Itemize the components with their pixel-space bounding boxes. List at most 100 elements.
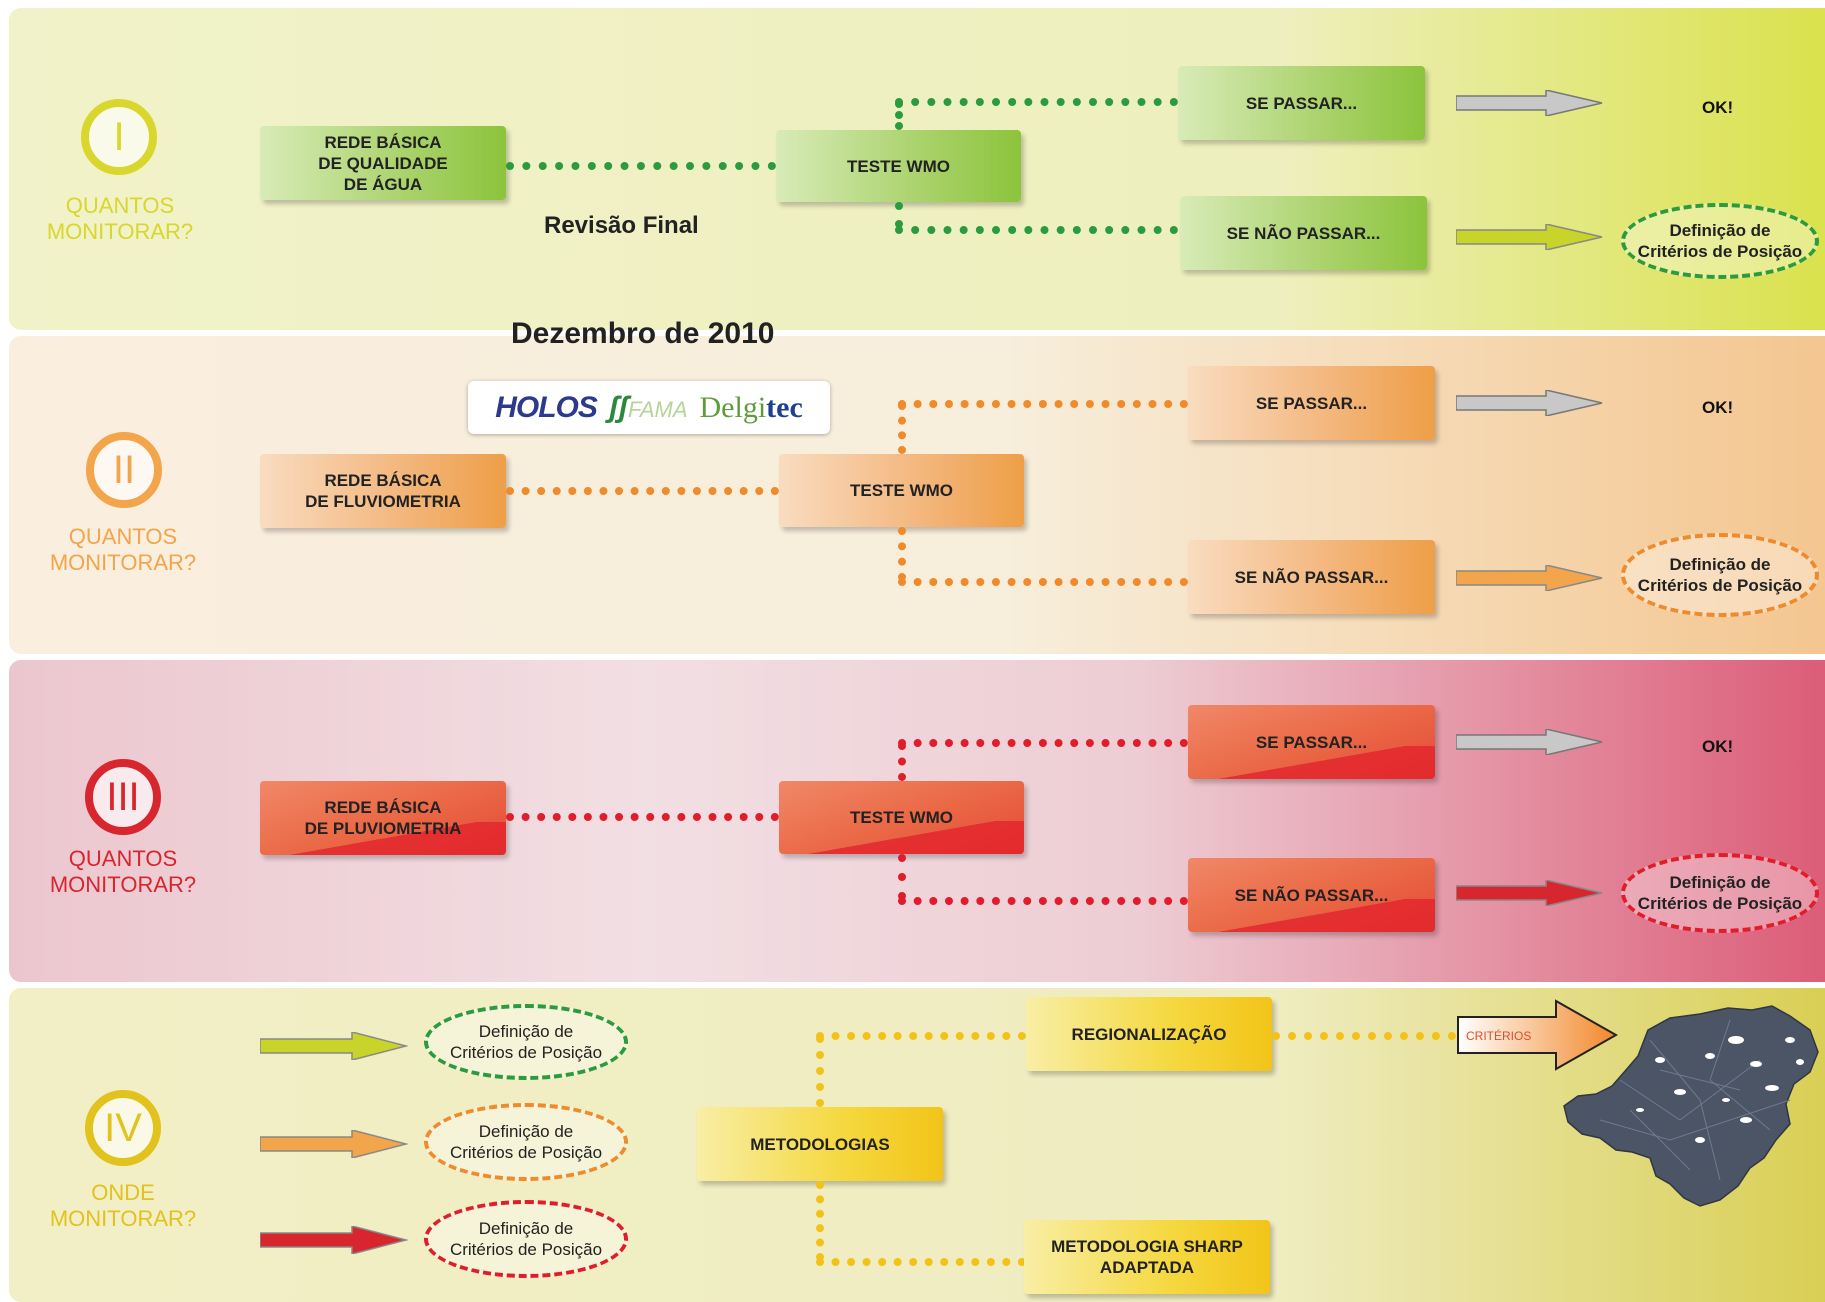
oval-label: Definição de Critérios de Posição xyxy=(449,1219,603,1259)
gray-arrow-icon xyxy=(1456,90,1603,116)
connector-line xyxy=(898,527,906,581)
rede-basica-pluviometria-box: REDE BÁSICA DE PLUVIOMETRIA xyxy=(260,781,506,855)
connector-line xyxy=(898,400,1188,408)
roman-numeral-badge: III xyxy=(85,759,161,835)
criteria-oval: Definição de Critérios de Posição xyxy=(424,1200,628,1278)
criteria-oval: Definição de Critérios de Posição xyxy=(424,1004,628,1080)
fama-mark-icon: ʃʃ xyxy=(608,390,629,424)
criteria-oval: Definição de Critérios de Posição xyxy=(1621,533,1819,617)
box-label: TESTE WMO xyxy=(847,156,950,176)
connector-line xyxy=(816,1181,824,1261)
se-passar-box: SE PASSAR... xyxy=(1188,366,1435,440)
connector-line xyxy=(895,98,1178,106)
partner-logos: HOLOS ʃʃFAMA Delgitec xyxy=(468,381,830,434)
question-label: QUANTOS MONITORAR? xyxy=(38,524,208,576)
roman-numeral-badge: I xyxy=(81,99,157,175)
connector-line xyxy=(895,226,1178,234)
question-line: MONITORAR? xyxy=(49,1206,197,1231)
connector-line xyxy=(506,162,776,170)
connector-line xyxy=(898,897,1188,905)
box-label: SE NÃO PASSAR... xyxy=(1226,223,1381,243)
oval-label: Definição de Critérios de Posição xyxy=(449,1022,603,1062)
criterios-arrow-icon xyxy=(1457,999,1618,1071)
teste-wmo-box: TESTE WMO xyxy=(776,130,1021,202)
teste-wmo-box: TESTE WMO xyxy=(779,454,1024,527)
connector-line xyxy=(895,100,903,130)
box-label: METODOLOGIAS xyxy=(750,1134,890,1154)
box-label: SE NÃO PASSAR... xyxy=(1234,567,1389,587)
delgitec-logo: Delgitec xyxy=(700,391,803,425)
box-label: SE NÃO PASSAR... xyxy=(1234,885,1389,905)
delgitec-logo-part: Delgi xyxy=(699,390,767,424)
box-label: TESTE WMO xyxy=(850,481,953,500)
orange-arrow-icon xyxy=(1456,565,1603,591)
question-label: QUANTOS MONITORAR? xyxy=(38,846,208,898)
se-nao-passar-box: SE NÃO PASSAR... xyxy=(1180,196,1427,270)
box-label: REDE BÁSICA DE PLUVIOMETRIA xyxy=(304,798,462,838)
criteria-oval: Definição de Critérios de Posição xyxy=(1621,203,1819,279)
roman-numeral-badge: II xyxy=(86,432,162,508)
question-label: ONDE MONITORAR? xyxy=(38,1180,208,1232)
metodologia-sharp-box: METODOLOGIA SHARP ADAPTADA xyxy=(1024,1220,1270,1294)
se-passar-box: SE PASSAR... xyxy=(1188,705,1435,779)
criteria-oval: Definição de Critérios de Posição xyxy=(424,1103,628,1181)
yellowgreen-arrow-icon xyxy=(260,1032,408,1060)
connector-line xyxy=(816,1258,1026,1266)
question-label: QUANTOS MONITORAR? xyxy=(35,193,205,245)
oval-label: Definição de Critérios de Posição xyxy=(1637,221,1803,261)
metodologias-box: METODOLOGIAS xyxy=(697,1107,943,1181)
oval-label: Definição de Critérios de Posição xyxy=(1637,873,1803,913)
question-line: MONITORAR? xyxy=(49,550,197,575)
connector-line xyxy=(895,202,903,228)
teste-wmo-box: TESTE WMO xyxy=(779,781,1024,854)
gray-arrow-icon xyxy=(1456,390,1603,416)
oval-label: Definição de Critérios de Posição xyxy=(449,1122,603,1162)
box-label: METODOLOGIA SHARP ADAPTADA xyxy=(1051,1237,1243,1277)
ok-label: OK! xyxy=(1702,98,1734,117)
criterios-label: CRITÉRIOS xyxy=(1466,1029,1532,1043)
box-label: REGIONALIZAÇÃO xyxy=(1071,1024,1227,1044)
box-label: SE PASSAR... xyxy=(1245,93,1358,113)
connector-line xyxy=(1272,1032,1456,1040)
ok-label: OK! xyxy=(1702,737,1734,756)
connector-line xyxy=(816,1032,1026,1040)
yellowgreen-arrow-icon xyxy=(1456,224,1603,250)
question-line: MONITORAR? xyxy=(49,872,197,897)
gray-arrow-icon xyxy=(1456,729,1603,755)
box-label: SE PASSAR... xyxy=(1255,732,1368,752)
box-label: SE PASSAR... xyxy=(1255,393,1368,413)
connector-line xyxy=(898,742,906,781)
regionalizacao-box: REGIONALIZAÇÃO xyxy=(1026,997,1272,1071)
orange-arrow-icon xyxy=(260,1130,408,1158)
ok-label: OK! xyxy=(1702,398,1734,417)
connector-line xyxy=(898,578,1188,586)
delgitec-logo-part: tec xyxy=(766,390,803,424)
se-nao-passar-box: SE NÃO PASSAR... xyxy=(1188,540,1435,614)
minas-gerais-map-icon xyxy=(1563,1005,1819,1207)
criteria-oval: Definição de Critérios de Posição xyxy=(1621,853,1819,933)
box-label: REDE BÁSICA DE QUALIDADE DE ÁGUA xyxy=(318,132,448,194)
rede-basica-qualidade-box: REDE BÁSICA DE QUALIDADE DE ÁGUA xyxy=(260,126,506,200)
question-line: QUANTOS xyxy=(68,846,178,871)
oval-label: Definição de Critérios de Posição xyxy=(1637,555,1803,595)
roman-numeral-badge: IV xyxy=(85,1090,161,1166)
connector-line xyxy=(816,1035,824,1107)
fama-logo: ʃʃFAMA xyxy=(609,391,688,425)
red-arrow-icon xyxy=(1456,880,1603,906)
subtitle-text: Revisão Final xyxy=(544,212,699,239)
box-label: REDE BÁSICA DE FLUVIOMETRIA xyxy=(305,471,461,511)
connector-line xyxy=(898,739,1188,747)
connector-line xyxy=(898,402,906,454)
holos-logo: HOLOS xyxy=(495,390,598,424)
se-passar-box: SE PASSAR... xyxy=(1178,66,1425,140)
red-arrow-icon xyxy=(260,1226,408,1254)
connector-line xyxy=(898,854,906,900)
se-nao-passar-box: SE NÃO PASSAR... xyxy=(1188,858,1435,932)
connector-line xyxy=(506,813,779,821)
question-line: ONDE xyxy=(91,1180,155,1205)
date-text: Dezembro de 2010 xyxy=(511,317,775,350)
box-label: TESTE WMO xyxy=(850,808,953,827)
question-line: MONITORAR? xyxy=(46,219,194,244)
fama-logo-text: FAMA xyxy=(628,396,688,422)
rede-basica-fluviometria-box: REDE BÁSICA DE FLUVIOMETRIA xyxy=(260,454,506,528)
